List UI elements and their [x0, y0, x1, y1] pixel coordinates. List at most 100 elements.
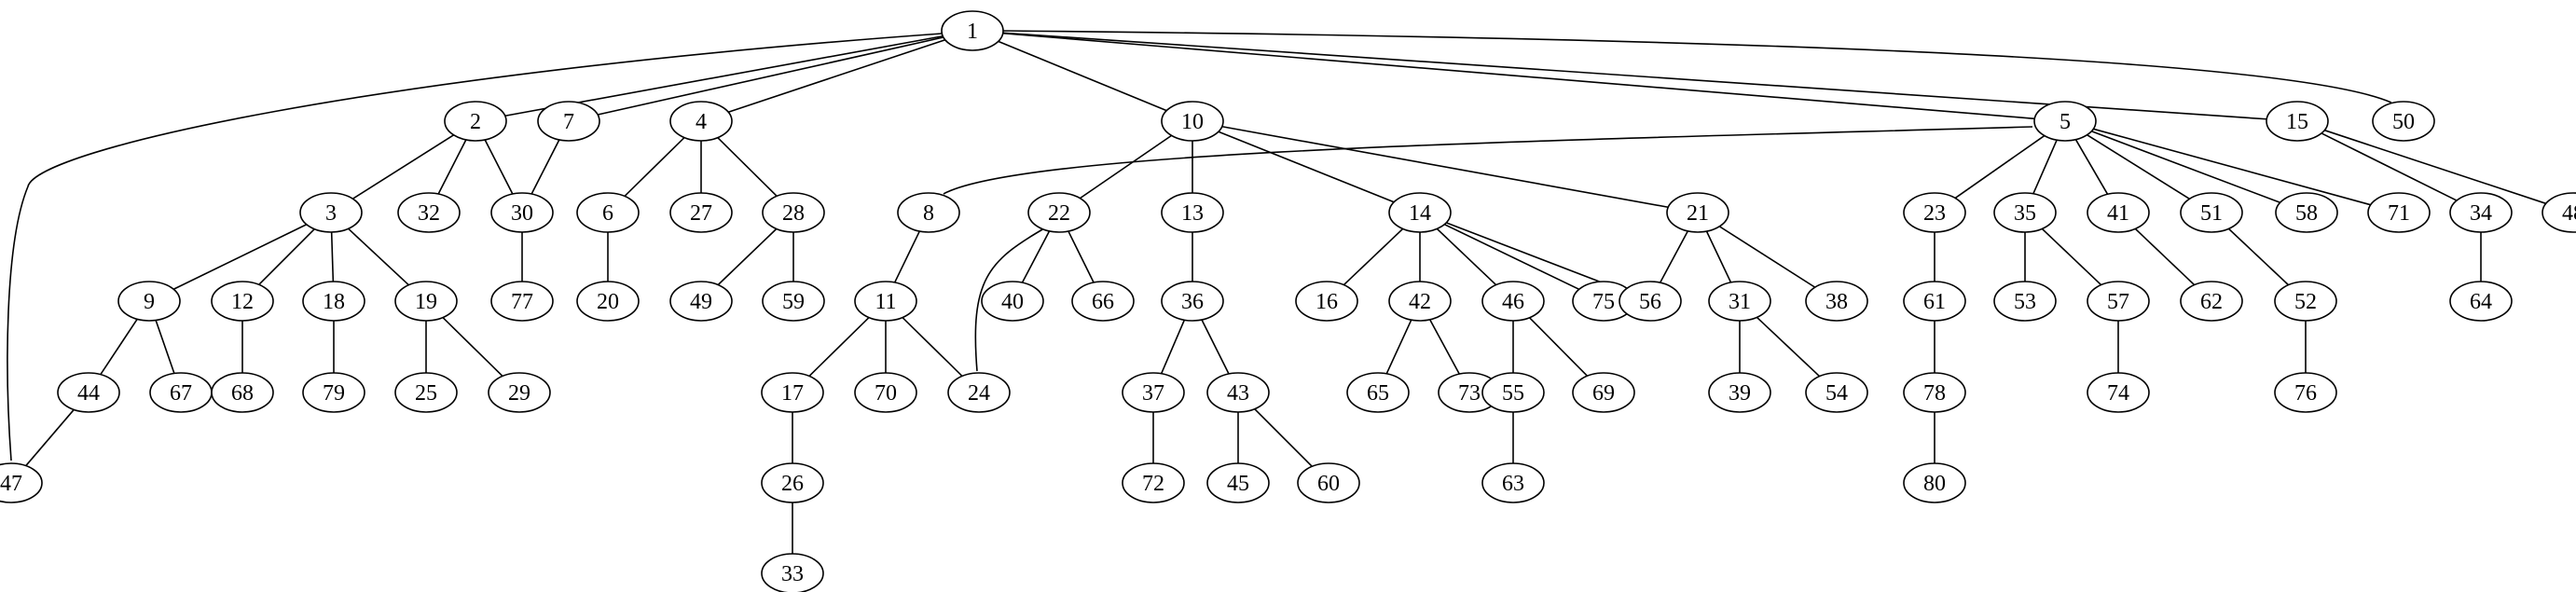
node-label: 26 — [781, 472, 804, 496]
edge-11-24 — [902, 317, 963, 377]
node-label: 58 — [2295, 201, 2318, 226]
node-label: 17 — [781, 381, 804, 406]
node-ellipse — [576, 192, 640, 233]
node-ellipse — [444, 101, 507, 142]
edge-3-18 — [330, 231, 335, 282]
node-ellipse — [1388, 281, 1452, 322]
node-label: 23 — [1923, 201, 1946, 226]
node-ellipse — [1993, 192, 2057, 233]
node-ellipse — [2372, 101, 2435, 142]
edge-1-47 — [7, 33, 943, 461]
node-25: 25 — [394, 372, 458, 413]
edge-36-43 — [1201, 319, 1230, 375]
node-44: 44 — [57, 372, 120, 413]
node-4: 4 — [669, 101, 733, 142]
edge-10-22 — [1080, 134, 1172, 200]
node-label: 12 — [231, 290, 254, 314]
edge-4-28 — [717, 137, 778, 197]
node-label: 37 — [1142, 381, 1164, 406]
edge-5-71 — [2093, 128, 2371, 206]
node-label: 70 — [875, 381, 897, 406]
node-label: 55 — [1502, 381, 1524, 406]
node-63: 63 — [1481, 462, 1545, 503]
node-ellipse — [302, 372, 365, 413]
node-label: 77 — [511, 290, 533, 314]
edge-21-31 — [1705, 230, 1732, 283]
node-53: 53 — [1993, 281, 2057, 322]
node-label: 25 — [415, 381, 437, 406]
edge-10-14 — [1218, 131, 1395, 203]
node-ellipse — [2266, 101, 2329, 142]
node-label: 43 — [1227, 381, 1249, 406]
edge-4-6 — [624, 137, 685, 197]
node-label: 48 — [2562, 201, 2576, 226]
node-label: 75 — [1592, 290, 1615, 314]
node-36: 36 — [1161, 281, 1224, 322]
node-ellipse — [117, 281, 181, 322]
node-65: 65 — [1346, 372, 1410, 413]
node-47: 47 — [0, 462, 43, 503]
edge-42-73 — [1429, 319, 1460, 375]
node-label: 59 — [782, 290, 805, 314]
node-56: 56 — [1619, 281, 1682, 322]
node-ellipse — [1708, 372, 1771, 413]
node-60: 60 — [1297, 462, 1360, 503]
node-label: 38 — [1825, 290, 1848, 314]
edge-7-30 — [530, 139, 560, 195]
node-label: 4 — [696, 110, 707, 134]
node-label: 7 — [563, 110, 574, 134]
node-12: 12 — [211, 281, 274, 322]
node-ellipse — [488, 372, 551, 413]
node-ellipse — [1027, 192, 1091, 233]
node-label: 34 — [2470, 201, 2492, 226]
node-ellipse — [1122, 462, 1185, 503]
edge-46-69 — [1529, 317, 1588, 377]
node-ellipse — [1161, 281, 1224, 322]
node-ellipse — [0, 462, 43, 503]
node-ellipse — [2449, 192, 2513, 233]
node-ellipse — [947, 372, 1011, 413]
edge-22-66 — [1068, 230, 1095, 283]
node-ellipse — [394, 372, 458, 413]
node-ellipse — [397, 192, 461, 233]
node-label: 28 — [782, 201, 805, 226]
node-label: 19 — [415, 290, 437, 314]
node-label: 13 — [1181, 201, 1204, 226]
edge-1-5 — [1002, 32, 2035, 120]
node-ellipse — [57, 372, 120, 413]
node-label: 33 — [781, 562, 804, 586]
edge-19-29 — [442, 317, 503, 377]
node-ellipse — [211, 281, 274, 322]
edge-41-62 — [2134, 227, 2196, 286]
node-73: 73 — [1438, 372, 1501, 413]
node-17: 17 — [761, 372, 824, 413]
node-72: 72 — [1122, 462, 1185, 503]
node-label: 64 — [2470, 290, 2492, 314]
edge-42-65 — [1385, 319, 1412, 375]
node-label: 29 — [508, 381, 530, 406]
node-ellipse — [981, 281, 1044, 322]
node-ellipse — [302, 281, 365, 322]
node-ellipse — [1805, 372, 1868, 413]
edge-1-7 — [597, 36, 944, 116]
edge-3-9 — [172, 224, 308, 290]
node-80: 80 — [1903, 462, 1966, 503]
node-55: 55 — [1481, 372, 1545, 413]
node-ellipse — [211, 372, 274, 413]
node-ellipse — [576, 281, 640, 322]
node-ellipse — [669, 281, 733, 322]
edge-5-35 — [2032, 139, 2058, 195]
node-ellipse — [1708, 281, 1771, 322]
node-64: 64 — [2449, 281, 2513, 322]
edge-31-54 — [1756, 316, 1821, 378]
node-label: 72 — [1142, 472, 1164, 496]
node-ellipse — [762, 192, 825, 233]
node-71: 71 — [2367, 192, 2431, 233]
node-30: 30 — [490, 192, 554, 233]
edge-22-24 — [974, 227, 1045, 372]
node-ellipse — [537, 101, 600, 142]
edge-1-50 — [1001, 30, 2392, 103]
node-ellipse — [2367, 192, 2431, 233]
